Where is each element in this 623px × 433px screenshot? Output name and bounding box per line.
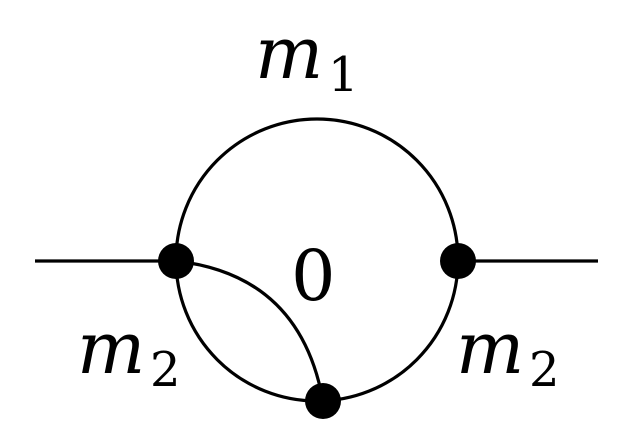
label-bottom-right-subscript: 2 bbox=[529, 342, 560, 398]
label-bottom-right-symbol: m bbox=[456, 306, 524, 390]
label-inner-mass: 0 bbox=[291, 235, 336, 317]
label-top-subscript: 1 bbox=[328, 47, 359, 103]
label-top-symbol: m bbox=[255, 11, 323, 95]
bottom-vertex bbox=[305, 383, 341, 419]
right-vertex bbox=[440, 243, 476, 279]
label-bottom-left-subscript: 2 bbox=[150, 342, 181, 398]
label-bottom-right-mass: m 2 bbox=[456, 306, 560, 398]
label-bottom-left-mass: m 2 bbox=[77, 306, 181, 398]
label-bottom-left-symbol: m bbox=[77, 306, 145, 390]
inner-propagator-arc bbox=[175, 259, 325, 402]
label-top-mass: m 1 bbox=[255, 11, 359, 103]
left-vertex bbox=[158, 243, 194, 279]
